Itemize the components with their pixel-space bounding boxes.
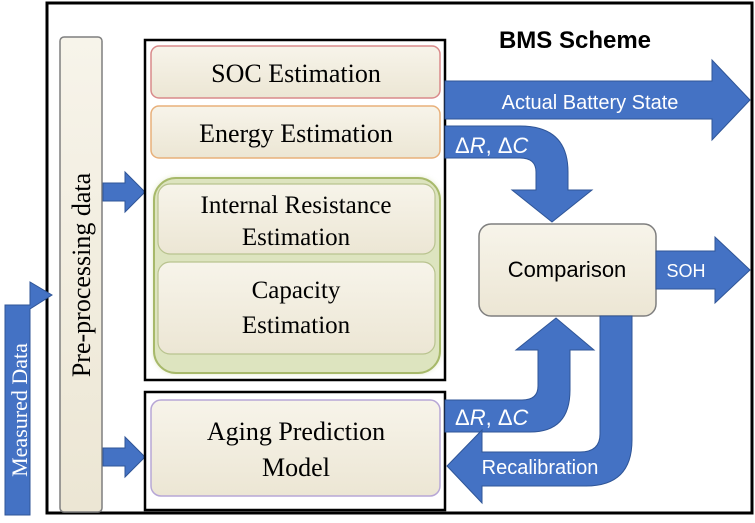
measured-data-label: Measured Data xyxy=(7,343,32,477)
comparison-label: Comparison xyxy=(508,257,627,282)
internal-resistance-label-1: Internal Resistance xyxy=(201,192,392,219)
capacity-label-1: Capacity xyxy=(252,277,341,304)
preprocessing-label: Pre-processing data xyxy=(67,172,96,377)
recalibration-label: Recalibration xyxy=(482,457,599,479)
soh-arrow xyxy=(655,235,751,305)
energy-estimation-block xyxy=(150,105,441,159)
recalibration-arrow xyxy=(446,315,633,505)
aging-prediction-label-1: Aging Prediction xyxy=(207,417,385,446)
delta-bottom-label: ΔR, ΔC xyxy=(455,405,529,430)
internal-resistance-label-2: Estimation xyxy=(242,224,351,251)
aging-prediction-block xyxy=(150,399,441,497)
capacity-label-2: Estimation xyxy=(242,312,351,339)
delta-top-arrow xyxy=(444,125,594,223)
delta-bottom-arrow xyxy=(444,317,596,433)
preprocessing-to-estimation-arrow xyxy=(102,170,146,214)
energy-estimation-label: Energy Estimation xyxy=(199,119,393,148)
soc-estimation-label: SOC Estimation xyxy=(211,59,381,88)
preprocessing-block xyxy=(59,36,103,513)
delta-top-label: ΔR, ΔC xyxy=(455,133,529,158)
measured-data-arrow xyxy=(4,281,53,516)
internal-resistance-block xyxy=(157,183,436,255)
bms-frame xyxy=(45,1,754,515)
estimation-frame xyxy=(143,38,447,382)
capacity-block xyxy=(157,261,436,355)
actual-battery-state-label: Actual Battery State xyxy=(502,92,679,114)
soc-estimation-block xyxy=(150,45,441,99)
preprocessing-to-aging-arrow xyxy=(102,435,146,479)
diagram-title: BMS Scheme xyxy=(499,27,651,54)
aging-prediction-label-2: Model xyxy=(262,453,330,482)
aging-frame xyxy=(143,390,447,512)
soh-label: SOH xyxy=(666,261,705,281)
actual-battery-state-arrow xyxy=(444,58,751,142)
